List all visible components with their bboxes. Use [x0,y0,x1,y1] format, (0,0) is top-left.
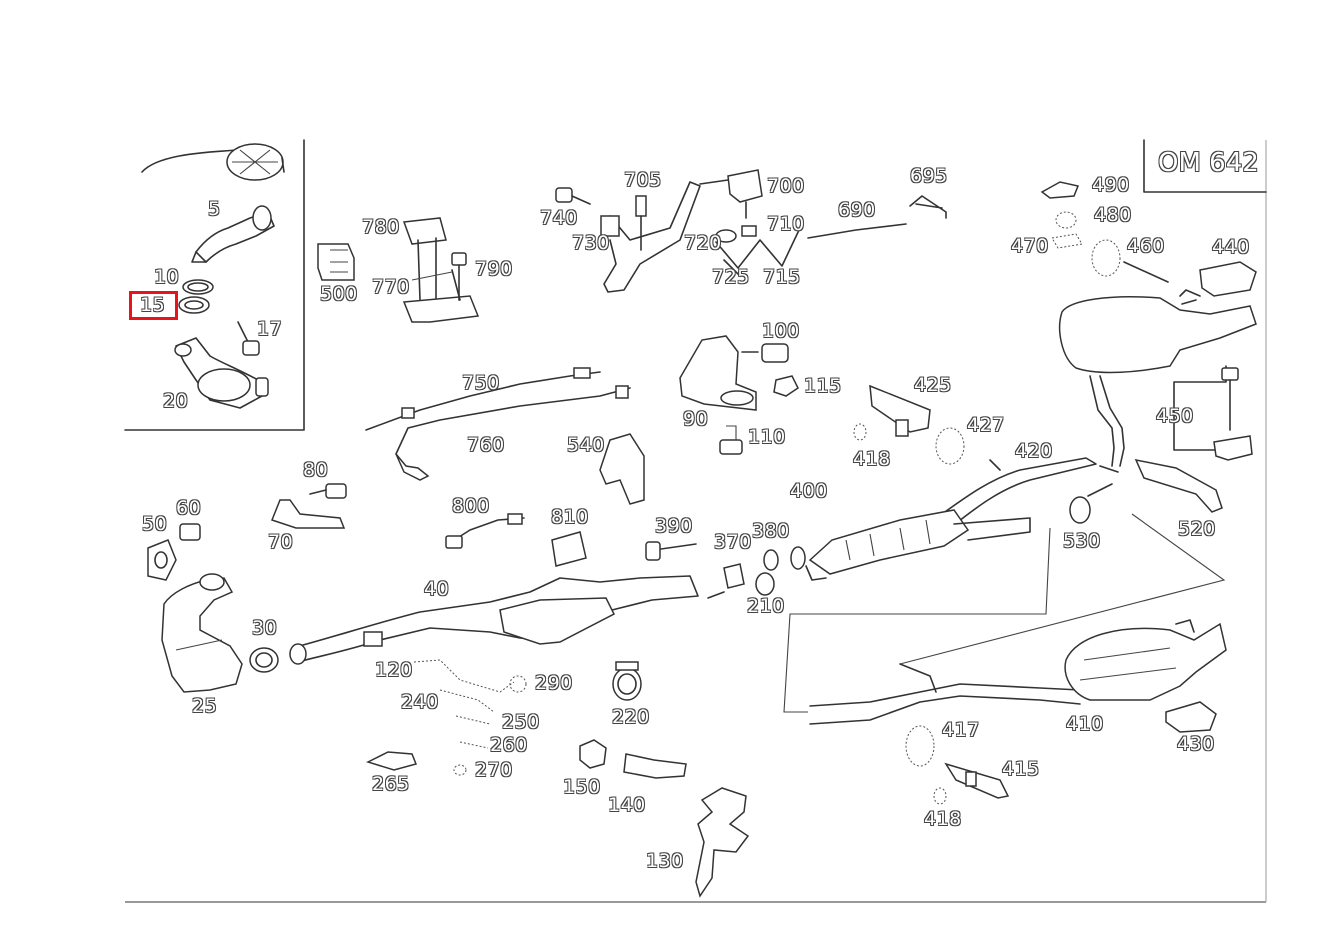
part-label-100[interactable]: 100 [762,320,800,342]
part-label-410[interactable]: 410 [1066,713,1104,735]
part-label-750[interactable]: 750 [462,372,500,394]
part-label-770[interactable]: 770 [372,276,410,298]
part-label-400[interactable]: 400 [790,480,828,502]
part-label-430[interactable]: 430 [1177,733,1215,755]
part-label-70[interactable]: 70 [268,531,294,553]
part-label-140[interactable]: 140 [608,794,646,816]
part-label-90[interactable]: 90 [683,408,709,430]
part-label-800[interactable]: 800 [452,495,490,517]
part-label-60[interactable]: 60 [176,497,202,519]
part-label-115[interactable]: 115 [804,375,842,397]
part-label-710[interactable]: 710 [767,213,805,235]
part-label-10[interactable]: 10 [154,266,180,288]
part-label-810[interactable]: 810 [551,506,589,528]
part-label-380[interactable]: 380 [752,520,790,542]
part-label-530[interactable]: 530 [1063,530,1101,552]
part-label-440[interactable]: 440 [1212,236,1250,258]
part-label-780[interactable]: 780 [362,216,400,238]
part-label-240[interactable]: 240 [401,691,439,713]
part-label-740[interactable]: 740 [540,207,578,229]
part-label-790[interactable]: 790 [475,258,513,280]
part-label-417[interactable]: 417 [942,719,980,741]
part-label-460[interactable]: 460 [1127,235,1165,257]
part-label-260[interactable]: 260 [490,734,528,756]
part-label-210[interactable]: 210 [747,595,785,617]
part-label-17[interactable]: 17 [257,318,283,340]
part-label-370[interactable]: 370 [714,531,752,553]
part-label-418-lower[interactable]: 418 [924,808,962,830]
part-label-390[interactable]: 390 [655,515,693,537]
part-label-695[interactable]: 695 [910,165,948,187]
part-label-700[interactable]: 700 [767,175,805,197]
part-label-150[interactable]: 150 [563,776,601,798]
part-label-715[interactable]: 715 [763,266,801,288]
part-label-425[interactable]: 425 [914,374,952,396]
part-label-270[interactable]: 270 [475,759,513,781]
part-label-80[interactable]: 80 [303,459,329,481]
part-label-490[interactable]: 490 [1092,174,1130,196]
part-label-220[interactable]: 220 [612,706,650,728]
part-label-5[interactable]: 5 [208,198,221,220]
part-label-415[interactable]: 415 [1002,758,1040,780]
part-label-470[interactable]: 470 [1011,235,1049,257]
part-label-500[interactable]: 500 [320,283,358,305]
part-label-480[interactable]: 480 [1094,204,1132,226]
part-label-40[interactable]: 40 [424,578,450,600]
part-label-725[interactable]: 725 [712,266,750,288]
part-label-250[interactable]: 250 [502,711,540,733]
part-label-420[interactable]: 420 [1015,440,1053,462]
part-label-705[interactable]: 705 [624,169,662,191]
engine-label: OM 642 [1158,148,1259,178]
part-label-15[interactable]: 15 [140,294,166,316]
part-label-290[interactable]: 290 [535,672,573,694]
highlight-box[interactable] [129,291,178,320]
part-label-730[interactable]: 730 [572,232,610,254]
part-label-130[interactable]: 130 [646,850,684,872]
part-label-418-upper[interactable]: 418 [853,448,891,470]
part-label-265[interactable]: 265 [372,773,410,795]
part-label-760[interactable]: 760 [467,434,505,456]
part-label-25[interactable]: 25 [192,695,218,717]
part-label-120[interactable]: 120 [375,659,413,681]
part-label-427[interactable]: 427 [967,414,1005,436]
part-label-690[interactable]: 690 [838,199,876,221]
part-label-110[interactable]: 110 [748,426,786,448]
part-label-520[interactable]: 520 [1178,518,1216,540]
part-label-50[interactable]: 50 [142,513,168,535]
part-label-720[interactable]: 720 [684,232,722,254]
part-label-30[interactable]: 30 [252,617,278,639]
part-label-540[interactable]: 540 [567,434,605,456]
part-label-20[interactable]: 20 [163,390,189,412]
part-label-450[interactable]: 450 [1156,405,1194,427]
